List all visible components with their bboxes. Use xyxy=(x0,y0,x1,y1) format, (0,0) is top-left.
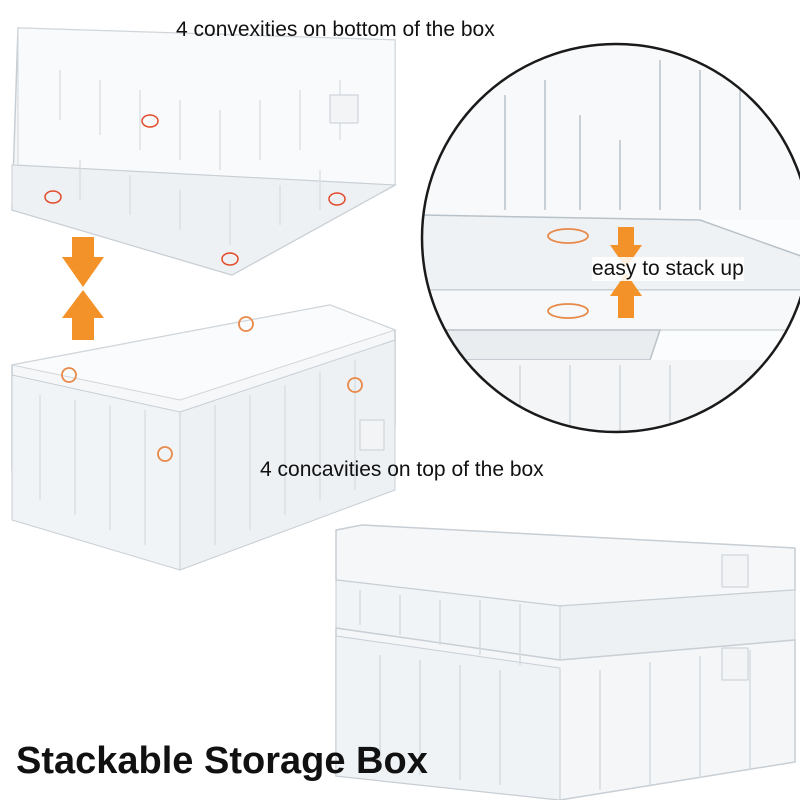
caption-concavities: 4 concavities on top of the box xyxy=(260,458,544,481)
latch xyxy=(721,554,749,588)
zoom-detail-circle xyxy=(420,42,800,434)
caption-convexities: 4 convexities on bottom of the box xyxy=(176,18,495,41)
concavity-marker xyxy=(547,303,589,319)
stacked-boxes-image xyxy=(335,524,796,800)
upright-box-image xyxy=(11,304,397,571)
concavity-marker xyxy=(157,446,173,462)
caption-easy-stack: easy to stack up xyxy=(592,257,744,281)
convexity-marker xyxy=(328,192,346,206)
convexity-marker xyxy=(221,252,239,266)
stack-arrows xyxy=(62,237,104,340)
concavity-marker xyxy=(238,316,254,332)
concavity-marker xyxy=(347,377,363,393)
concavity-marker xyxy=(61,367,77,383)
latch xyxy=(721,647,749,681)
convexity-marker xyxy=(547,228,589,244)
inverted-box-image xyxy=(11,27,397,276)
convexity-marker xyxy=(141,114,159,128)
product-title: Stackable Storage Box xyxy=(16,740,428,782)
zoom-arrows xyxy=(610,227,642,318)
convexity-marker xyxy=(44,190,62,204)
